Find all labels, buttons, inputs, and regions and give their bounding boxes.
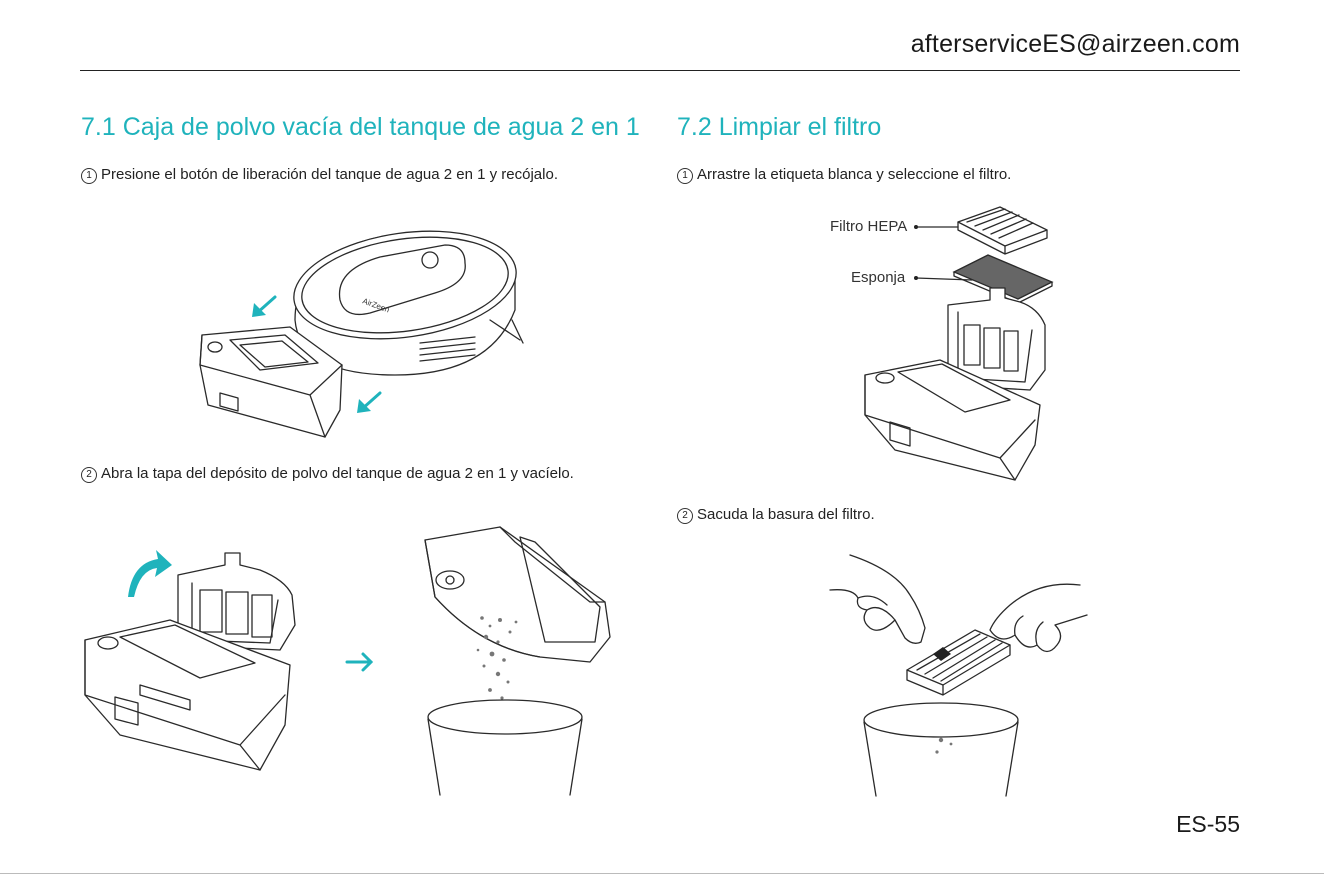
step-number: 1 — [81, 168, 97, 184]
step-text: Arrastre la etiqueta blanca y seleccione… — [697, 166, 1012, 183]
filter-parts-illustration — [864, 206, 1054, 481]
robot-vacuum-drawing: AirZeen — [293, 230, 524, 376]
direction-arrow-icon — [357, 391, 382, 413]
step-text: Sacuda la basura del filtro. — [697, 506, 875, 523]
footer-rule — [0, 873, 1324, 874]
label-sponge: Esponja — [851, 269, 906, 286]
page-number: ES-55 — [1176, 811, 1240, 837]
left-hand-drawing — [829, 554, 926, 644]
support-email: afterserviceES@airzeen.com — [910, 30, 1240, 58]
label-hepa-filter: Filtro HEPA — [830, 218, 908, 235]
section-title-clean-filter: 7.2 Limpiar el filtro — [677, 113, 882, 141]
step-text: Presione el botón de liberación del tanq… — [101, 166, 558, 183]
water-tank-drawing — [199, 326, 343, 438]
hepa-filter-drawing — [914, 206, 1048, 255]
step-number: 2 — [677, 508, 693, 524]
direction-arrow-icon — [252, 295, 277, 317]
dustbox-with-filter-drawing — [864, 287, 1046, 481]
empty-into-bin-illustration — [424, 526, 611, 796]
sponge-drawing — [914, 254, 1054, 304]
step-number: 2 — [81, 467, 97, 483]
section-title-empty-dustbox: 7.1 Caja de polvo vacía del tanque de ag… — [81, 113, 640, 141]
right-hand-drawing — [989, 583, 1088, 653]
falling-dust — [476, 616, 518, 724]
open-dustbox-illustration — [84, 550, 296, 771]
step-text: Abra la tapa del depósito de polvo del t… — [101, 465, 574, 482]
step-number: 1 — [677, 168, 693, 184]
next-step-arrow-icon — [345, 652, 374, 672]
robot-remove-tank-illustration: AirZeen — [199, 230, 524, 438]
filter-held-drawing — [906, 629, 1011, 696]
header-rule — [80, 70, 1240, 71]
lid-open-arrow-icon — [128, 550, 172, 597]
shake-filter-illustration — [829, 554, 1088, 797]
